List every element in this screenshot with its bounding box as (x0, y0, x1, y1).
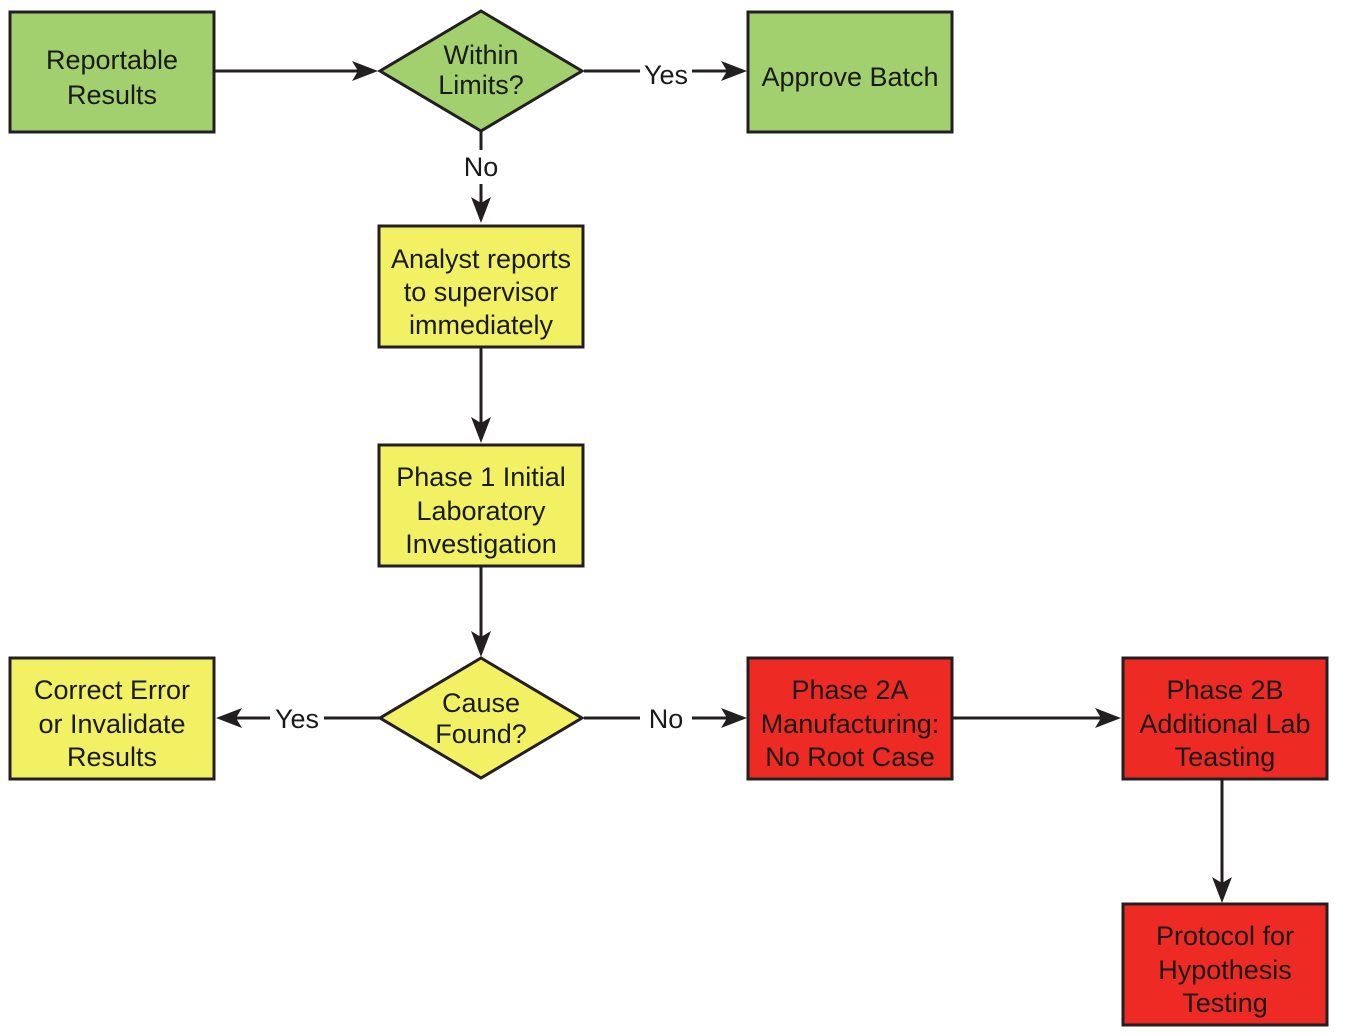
node-cause-found-line-1: Cause (442, 688, 520, 718)
node-phase2a: Phase 2A Manufacturing: No Root Case (746, 656, 954, 781)
node-reportable-results: Reportable Results (8, 10, 216, 134)
arrowhead-phase2a (721, 708, 747, 728)
arrowhead-analyst (471, 197, 491, 223)
node-phase2b-line-3: Teasting (1175, 742, 1276, 772)
node-cause-found: Cause Found? (377, 656, 585, 780)
edge-label-within-no: No (464, 152, 499, 182)
node-correct-error: Correct Error or Invalidate Results (8, 656, 216, 781)
edge-label-cause-yes: Yes (275, 704, 319, 734)
node-phase2a-line-2: Manufacturing: (761, 709, 940, 739)
node-analyst-reports: Analyst reports to supervisor immediatel… (377, 224, 585, 349)
arrowhead-phase1 (471, 417, 491, 443)
arrowhead-correct (216, 708, 242, 728)
node-phase2b-line-1: Phase 2B (1166, 675, 1283, 705)
node-phase1-line-2: Laboratory (416, 496, 546, 526)
node-correct-error-line-1: Correct Error (34, 675, 190, 705)
node-within-limits: Within Limits? (377, 9, 585, 133)
node-protocol-line-1: Protocol for (1156, 921, 1294, 951)
node-phase2b-line-2: Additional Lab (1139, 709, 1310, 739)
node-approve-batch: Approve Batch (746, 10, 954, 134)
arrowhead-phase2b (1095, 708, 1121, 728)
node-approve-batch-line-1: Approve Batch (761, 62, 938, 92)
node-phase1-line-1: Phase 1 Initial (396, 462, 566, 492)
arrowhead-within (352, 61, 378, 81)
edge-label-within-yes: Yes (644, 60, 688, 90)
connectors (214, 61, 1232, 903)
arrowhead-cause (471, 631, 491, 657)
node-correct-error-line-2: or Invalidate (38, 709, 185, 739)
edge-labels: Yes No Yes No (270, 55, 692, 736)
node-protocol-line-2: Hypothesis (1158, 955, 1292, 985)
node-reportable-results-line-2: Results (67, 80, 157, 110)
node-analyst-reports-line-1: Analyst reports (391, 244, 571, 274)
node-within-limits-line-1: Within (443, 40, 518, 70)
node-phase1: Phase 1 Initial Laboratory Investigation (377, 443, 585, 568)
node-cause-found-line-2: Found? (435, 719, 527, 749)
node-phase2a-line-3: No Root Case (765, 742, 935, 772)
node-protocol-line-3: Testing (1182, 988, 1268, 1018)
arrowhead-approve (721, 61, 747, 81)
node-analyst-reports-line-2: to supervisor (404, 277, 559, 307)
edge-label-cause-no: No (649, 704, 684, 734)
node-phase1-line-3: Investigation (405, 529, 557, 559)
arrowhead-protocol (1212, 877, 1232, 903)
node-correct-error-line-3: Results (67, 742, 157, 772)
node-protocol: Protocol for Hypothesis Testing (1121, 902, 1329, 1027)
node-within-limits-line-2: Limits? (438, 70, 524, 100)
node-phase2b: Phase 2B Additional Lab Teasting (1121, 656, 1329, 781)
node-analyst-reports-line-3: immediately (409, 310, 554, 340)
node-phase2a-line-1: Phase 2A (791, 675, 908, 705)
node-reportable-results-line-1: Reportable (46, 45, 178, 75)
